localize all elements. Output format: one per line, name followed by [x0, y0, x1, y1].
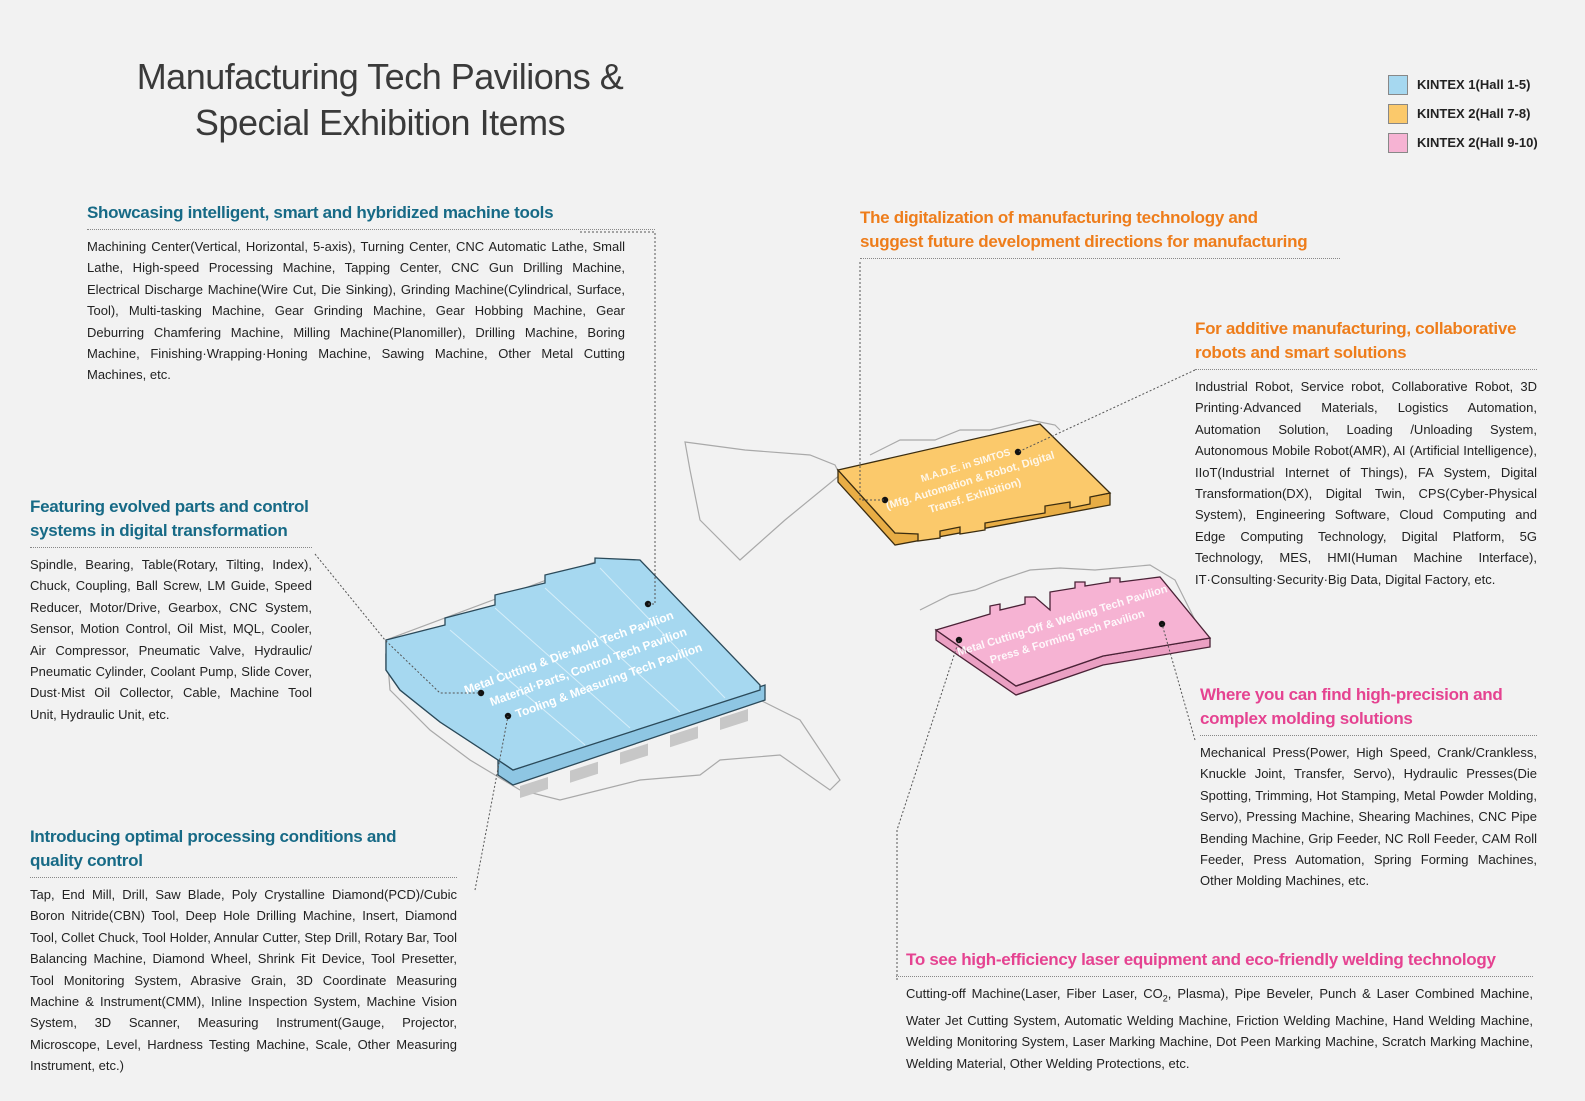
- leader-tooling: [474, 715, 509, 891]
- section-body: Industrial Robot, Service robot, Collabo…: [1195, 379, 1537, 587]
- hall-divider: [494, 607, 631, 729]
- parking-pad: [720, 708, 748, 731]
- hall-pink-top: [934, 576, 1212, 687]
- site-outline-right-bottom: [919, 564, 1206, 641]
- pin-dot: [881, 496, 889, 504]
- parking-pad: [520, 776, 548, 799]
- hall-kintex2-pink[interactable]: Metal Cutting-Off & Welding Tech Pavilio…: [934, 576, 1212, 696]
- hall-blue-top: [385, 557, 761, 771]
- parking-pad: [570, 761, 598, 783]
- leader-automation: [1017, 369, 1196, 453]
- divider: [1200, 735, 1537, 736]
- section-body: Mechanical Press(Power, High Speed, Cran…: [1200, 745, 1537, 889]
- divider: [30, 877, 457, 878]
- section-heading-line-1: Introducing optimal processing condition…: [30, 827, 397, 846]
- section-heading-line-1: Where you can find high-precision and: [1200, 685, 1503, 704]
- hall-kintex1-blue[interactable]: Metal Cutting & Die·Mold Tech Pavilion M…: [385, 557, 766, 786]
- section-welding: To see high-efficiency laser equipment a…: [896, 948, 1533, 1074]
- leader-parts-control: [314, 553, 481, 694]
- legend: KINTEX 1(Hall 1-5) KINTEX 2(Hall 7-8) KI…: [1388, 70, 1538, 157]
- title-line-2: Special Exhibition Items: [194, 102, 566, 143]
- legend-swatch-pink: [1388, 132, 1408, 153]
- hall-divider: [544, 587, 681, 713]
- body-text: , Plasma), Pipe Beveler, Punch & Laser C…: [906, 986, 1533, 1071]
- site-outline-right-top: [869, 419, 1061, 456]
- hall-kintex2-orange[interactable]: M.A.D.E. in SIMTOS (Mfg. Automation & Ro…: [836, 423, 1112, 546]
- section-machine-tools: Showcasing intelligent, smart and hybrid…: [87, 201, 655, 386]
- legend-swatch-blue: [1388, 74, 1408, 95]
- page-title: Manufacturing Tech Pavilions & Special E…: [60, 54, 700, 146]
- leader-digitalization: [859, 262, 885, 501]
- hall-blue-dividers: [449, 567, 726, 746]
- legend-item-kintex1: KINTEX 1(Hall 1-5): [1388, 70, 1538, 99]
- legend-swatch-orange: [1388, 103, 1408, 124]
- section-tooling-measuring: Introducing optimal processing condition…: [30, 825, 457, 1077]
- section-heading-line-2: complex molding solutions: [1200, 709, 1413, 728]
- hall-divider: [599, 567, 726, 699]
- hall-divider: [449, 629, 586, 746]
- legend-label: KINTEX 2(Hall 7-8): [1417, 106, 1531, 121]
- divider: [1195, 369, 1537, 370]
- legend-item-kintex2-hall7-8: KINTEX 2(Hall 7-8): [1388, 99, 1538, 128]
- pin-dot: [1014, 448, 1022, 456]
- leader-molding: [1161, 623, 1196, 741]
- section-parts-control: Featuring evolved parts and control syst…: [30, 495, 312, 725]
- parking-pad: [670, 726, 698, 748]
- parking-pads: [520, 708, 748, 799]
- leader-machine-tools: [580, 231, 656, 605]
- section-heading-line-1: Featuring evolved parts and control: [30, 497, 309, 516]
- legend-label: KINTEX 1(Hall 1-5): [1417, 77, 1531, 92]
- hall-orange-top: [836, 423, 1112, 542]
- section-digitalization: The digitalization of manufacturing tech…: [860, 206, 1340, 265]
- site-outline-center: [684, 441, 841, 561]
- divider: [896, 976, 1533, 977]
- body-text: Cutting-off Machine(Laser, Fiber Laser, …: [906, 986, 1163, 1001]
- section-heading-line-2: systems in digital transformation: [30, 521, 288, 540]
- leader-lines: [314, 231, 1196, 980]
- divider: [87, 229, 655, 230]
- section-body: Machining Center(Vertical, Horizontal, 5…: [87, 239, 625, 383]
- section-automation: For additive manufacturing, collaborativ…: [1195, 317, 1537, 590]
- section-heading-line-2: quality control: [30, 851, 143, 870]
- divider: [860, 258, 1340, 259]
- section-molding: Where you can find high-precision and co…: [1200, 683, 1537, 892]
- title-line-1: Manufacturing Tech Pavilions &: [136, 56, 624, 97]
- section-heading: To see high-efficiency laser equipment a…: [906, 950, 1496, 969]
- section-body: Tap, End Mill, Drill, Saw Blade, Poly Cr…: [30, 887, 457, 1074]
- legend-label: KINTEX 2(Hall 9-10): [1417, 135, 1538, 150]
- leader-welding: [896, 639, 960, 980]
- section-body: Cutting-off Machine(Laser, Fiber Laser, …: [906, 983, 1533, 1074]
- divider: [30, 547, 312, 548]
- section-body: Spindle, Bearing, Table(Rotary, Tilting,…: [30, 557, 312, 722]
- section-heading: Showcasing intelligent, smart and hybrid…: [87, 203, 554, 222]
- section-heading-line-1: For additive manufacturing, collaborativ…: [1195, 319, 1517, 338]
- section-heading-line-2: suggest future development directions fo…: [860, 232, 1308, 251]
- legend-item-kintex2-hall9-10: KINTEX 2(Hall 9-10): [1388, 128, 1538, 157]
- subscript-2: 2: [1162, 993, 1168, 1004]
- parking-pad: [620, 743, 648, 765]
- section-heading-line-2: robots and smart solutions: [1195, 343, 1407, 362]
- section-heading-line-1: The digitalization of manufacturing tech…: [860, 208, 1258, 227]
